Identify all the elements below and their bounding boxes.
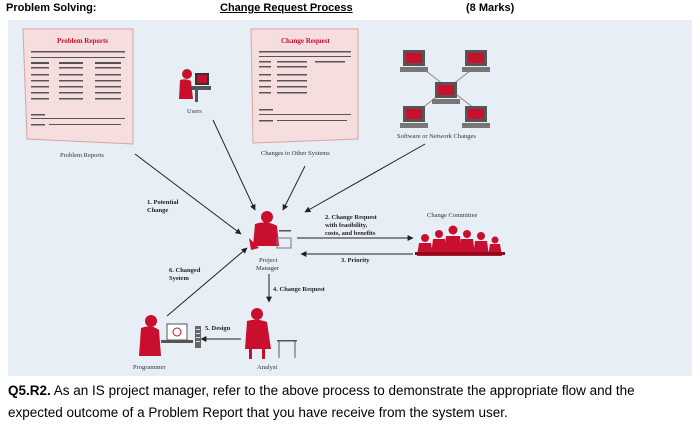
change-request-diagram: Problem Reports Problem Reports Users Ch…: [22, 28, 505, 371]
users-icon: [179, 69, 211, 102]
committee-label: Change Committee: [427, 212, 477, 219]
doc1-title: Problem Reports: [57, 37, 108, 45]
question-body: As an IS project manager, refer to the a…: [8, 383, 635, 420]
network-computers-icon: [400, 50, 490, 128]
question-label: Q5.R2.: [8, 383, 51, 398]
doc2-caption: Changes to Other Systems: [261, 150, 330, 157]
programmer-label: Programmer: [133, 364, 166, 371]
step2-label-c: costs, and benefits: [325, 230, 376, 237]
arrow-changes-other: [282, 165, 306, 211]
pm-label-2: Manager: [256, 265, 280, 272]
step2-label-a: 2. Change Request: [325, 214, 378, 221]
step6-label-a: 6. Changed: [169, 267, 201, 274]
doc2-title: Change Request: [281, 37, 330, 45]
analyst-label: Analyst: [257, 364, 277, 371]
project-manager-icon: [249, 211, 292, 250]
users-label: Users: [187, 108, 202, 115]
step6-label-b: System: [169, 275, 189, 282]
change-request-document: Change Request: [250, 28, 359, 144]
programmer-icon: [139, 315, 201, 356]
question-text: Q5.R2. As an IS project manager, refer t…: [8, 380, 692, 424]
arrow-problem-reports: [134, 153, 242, 235]
step4-label: 4. Change Request: [273, 286, 326, 293]
network-label: Software or Network Changes: [397, 133, 476, 140]
doc1-caption: Problem Reports: [60, 152, 104, 159]
header-problem-solving: Problem Solving:: [6, 2, 97, 14]
change-committee-icon: [415, 225, 505, 256]
analyst-icon: [245, 308, 297, 359]
step3-label: 3. Priority: [341, 257, 370, 264]
arrow-step6: [166, 247, 248, 317]
arrow-network: [304, 143, 426, 213]
step1-label-b: Change: [147, 207, 168, 214]
step5-label: 5. Design: [205, 325, 231, 332]
problem-reports-document: Problem Reports: [22, 28, 134, 145]
header-marks: (8 Marks): [466, 2, 515, 14]
pm-label-1: Project: [259, 257, 278, 264]
header-title: Change Request Process: [220, 2, 353, 14]
step1-label-a: 1. Potential: [147, 199, 179, 206]
arrow-users: [212, 119, 256, 211]
step2-label-b: with feasibility,: [325, 222, 368, 229]
